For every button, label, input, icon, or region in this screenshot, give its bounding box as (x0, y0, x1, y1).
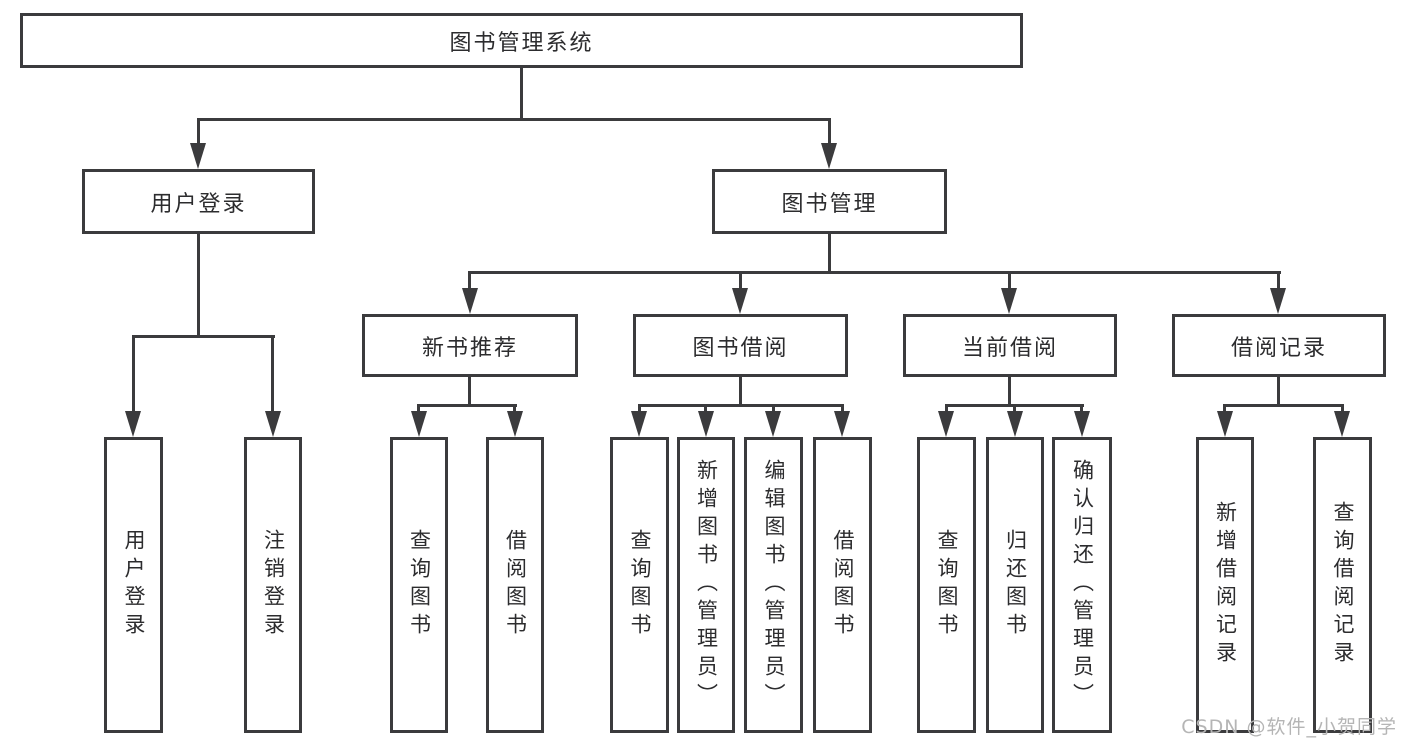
connector-root-stem (520, 68, 523, 120)
arrow-down-icon (1270, 288, 1286, 314)
node-current-borrow: 当前借阅 (903, 314, 1117, 377)
connector-drop-new-books (468, 271, 471, 291)
node-leaf-br-add: 新增借阅记录 (1196, 437, 1254, 733)
connector-drop-current-borrow (1008, 271, 1011, 291)
node-leaf-logout: 注销登录 (244, 437, 302, 733)
arrow-down-icon (265, 411, 281, 437)
arrow-down-icon (698, 411, 714, 437)
connector-drop-cb-query (945, 404, 948, 414)
connector-user-login-stem (197, 232, 200, 337)
connector-drop-bb-add (704, 404, 707, 414)
connector-drop-book-borrow (739, 271, 742, 291)
arrow-down-icon (1007, 411, 1023, 437)
node-new-books: 新书推荐 (362, 314, 578, 377)
node-leaf-cb-query: 查询图书 (917, 437, 976, 733)
arrow-down-icon (411, 411, 427, 437)
connector-user-login-hbar (132, 335, 275, 338)
arrow-down-icon (1334, 411, 1350, 437)
node-book-borrow: 图书借阅 (633, 314, 848, 377)
node-book-mgmt: 图书管理 (712, 169, 947, 234)
arrow-down-icon (821, 143, 837, 169)
node-leaf-bb-borrow: 借阅图书 (813, 437, 872, 733)
connector-drop-leaf-user-login (132, 335, 135, 413)
connector-new-books-stem (468, 376, 471, 407)
connector-drop-br-add (1223, 404, 1226, 414)
arrow-down-icon (765, 411, 781, 437)
node-root: 图书管理系统 (20, 13, 1023, 68)
connector-drop-nb-borrow (513, 404, 516, 414)
arrow-down-icon (462, 288, 478, 314)
node-leaf-bb-edit: 编辑图书（管理员） (744, 437, 803, 733)
arrow-down-icon (190, 143, 206, 169)
connector-book-borrow-stem (739, 376, 742, 407)
connector-borrow-records-stem (1277, 376, 1280, 407)
node-leaf-br-query: 查询借阅记录 (1313, 437, 1372, 733)
node-user-login: 用户登录 (82, 169, 315, 234)
node-leaf-bb-add: 新增图书（管理员） (677, 437, 735, 733)
connector-drop-cb-confirm (1080, 404, 1083, 414)
node-leaf-nb-query: 查询图书 (390, 437, 448, 733)
connector-drop-bb-edit (772, 404, 775, 414)
connector-drop-nb-query (417, 404, 420, 414)
connector-drop-user-login (197, 118, 200, 146)
node-leaf-cb-confirm: 确认归还（管理员） (1052, 437, 1112, 733)
connector-book-mgmt-hbar (468, 271, 1281, 274)
node-borrow-records: 借阅记录 (1172, 314, 1386, 377)
arrow-down-icon (834, 411, 850, 437)
connector-drop-book-mgmt (828, 118, 831, 146)
connector-new-books-hbar (417, 404, 517, 407)
arrow-down-icon (732, 288, 748, 314)
csdn-watermark: CSDN @软件_小贺同学 (1181, 716, 1397, 738)
node-leaf-user-login: 用户登录 (104, 437, 163, 733)
connector-root-hbar (197, 118, 831, 121)
connector-book-mgmt-stem (828, 232, 831, 274)
connector-drop-bb-query (638, 404, 641, 414)
connector-drop-br-query (1341, 404, 1344, 414)
connector-book-borrow-hbar (638, 404, 844, 407)
connector-drop-bb-borrow (841, 404, 844, 414)
node-leaf-bb-query: 查询图书 (610, 437, 669, 733)
arrow-down-icon (631, 411, 647, 437)
node-leaf-nb-borrow: 借阅图书 (486, 437, 544, 733)
arrow-down-icon (507, 411, 523, 437)
arrow-down-icon (938, 411, 954, 437)
connector-drop-borrow-records (1277, 271, 1280, 291)
arrow-down-icon (1217, 411, 1233, 437)
node-leaf-cb-return: 归还图书 (986, 437, 1044, 733)
connector-drop-leaf-logout (271, 335, 274, 413)
connector-current-borrow-stem (1008, 376, 1011, 407)
connector-borrow-records-hbar (1223, 404, 1344, 407)
arrow-down-icon (125, 411, 141, 437)
arrow-down-icon (1074, 411, 1090, 437)
connector-drop-cb-return (1013, 404, 1016, 414)
arrow-down-icon (1001, 288, 1017, 314)
